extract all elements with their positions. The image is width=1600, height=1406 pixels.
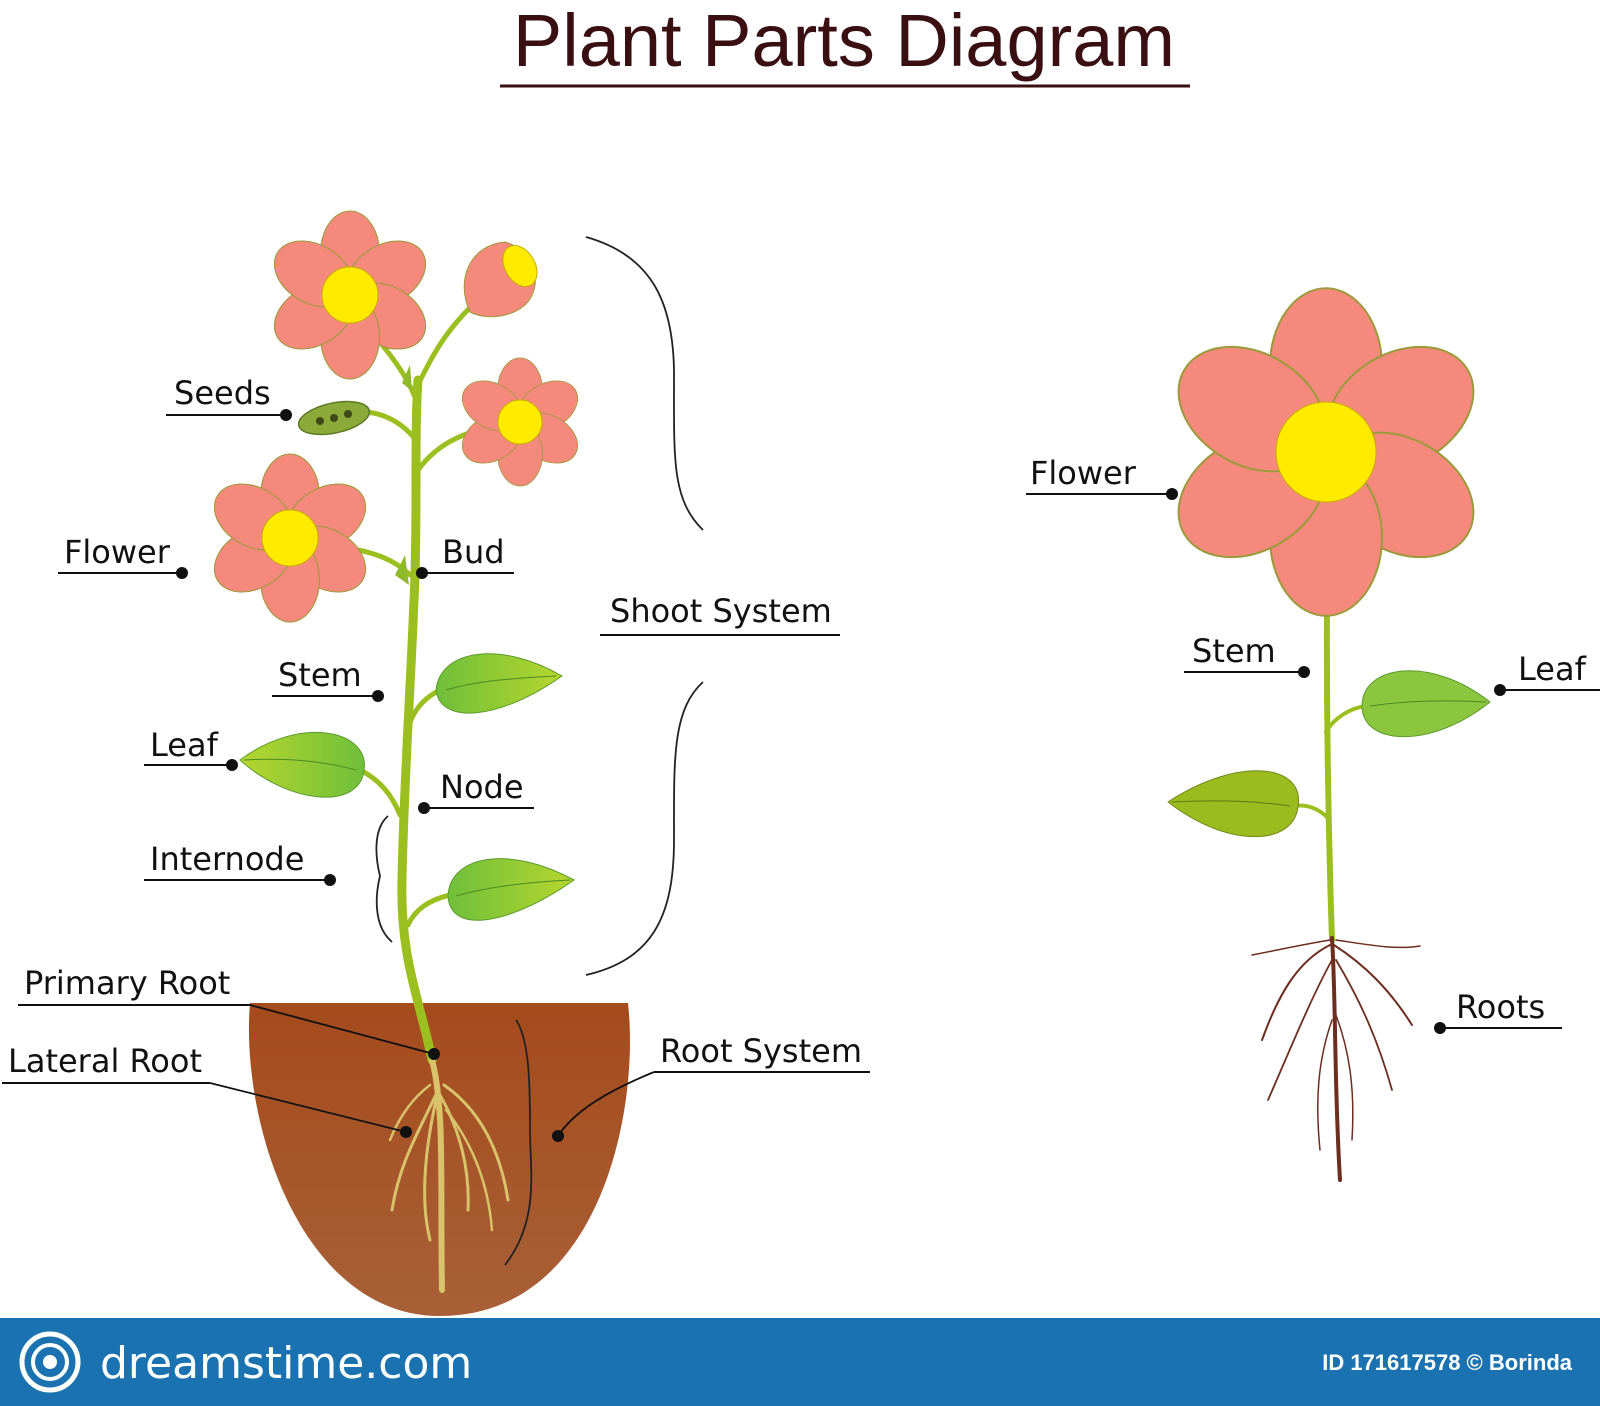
label-pointer-dot [1166,488,1178,500]
diagram-title: Plant Parts Diagram [513,0,1175,82]
footer-background [0,1318,1600,1406]
right-leaf1-petiole [1324,704,1368,734]
label-node: Node [440,768,524,806]
label-flower-left: Flower [64,533,171,571]
right-leaf-upper [1361,670,1491,738]
right-flower [1155,287,1497,617]
label-pointer-dot [372,690,384,702]
label-leaf-right: Leaf [1518,650,1587,688]
shoot-brace-lower [585,681,704,976]
right-roots [1251,936,1421,1182]
label-roots: Roots [1456,988,1545,1026]
primary-root-leader [249,1004,435,1055]
right-leaf2-petiole [1292,803,1330,820]
leaf1-petiole [402,687,443,743]
flower-top [262,210,438,380]
label-pointer-dot [176,567,188,579]
root-system-brace [504,1019,533,1266]
leaf-vein [1171,800,1291,807]
seed [316,417,324,425]
footer-brand: dreamstime.com [100,1338,472,1389]
label-pointer-dot [428,1048,440,1060]
label-lateral-root: Lateral Root [8,1042,202,1080]
leaf2-petiole [357,767,403,818]
bud-sheath [395,555,409,585]
leaf-upper-right [435,653,563,714]
label-pointer-dot [1298,666,1310,678]
lateral-root-leader [209,1082,407,1133]
label-stem-right: Stem [1192,632,1276,670]
label-pointer-dot [226,759,238,771]
internode-brace [375,815,393,943]
seed [330,414,338,422]
label-pointer-dot [1434,1022,1446,1034]
leaf-vein [1369,700,1487,707]
leaf3-petiole [405,892,453,928]
seed [344,410,352,418]
label-internode: Internode [150,840,304,878]
right-plant: Flower Stem Leaf Roots [1026,287,1600,1182]
footer-bar: dreamstime.com ID 171617578 © Borinda [0,1318,1600,1406]
bud-branch [415,297,481,388]
leaf-middle-left [239,731,365,798]
label-pointer-dot [552,1130,564,1142]
label-pointer-dot [418,802,430,814]
leaf-lower-right [447,858,575,921]
left-main-stem [397,375,437,1065]
leaf-vein [445,675,557,691]
flower-middle [452,357,588,487]
right-leaf-lower [1167,770,1299,838]
label-pointer-dot [324,874,336,886]
label-leaf-left: Leaf [150,726,219,764]
label-seeds: Seeds [174,374,271,412]
shoot-brace-upper [585,236,704,531]
leaf-vein [243,758,357,771]
flower-left [202,453,378,623]
leaf-vein [455,879,571,897]
label-stem-left: Stem [278,656,362,694]
label-root-system: Root System [660,1032,862,1070]
left-plant: Seeds Flower Bud Stem Leaf Node Internod… [2,210,870,1316]
label-flower-right: Flower [1030,454,1137,492]
label-shoot-system: Shoot System [610,592,832,630]
root-system-leader [557,1071,655,1137]
label-bud: Bud [442,533,505,571]
flower-bud [463,241,538,318]
label-primary-root: Primary Root [24,964,230,1002]
footer-credit: ID 171617578 © Borinda [1322,1350,1573,1375]
node-sheath-top [402,365,412,391]
left-roots [388,1057,510,1293]
label-pointer-dot [416,567,428,579]
seed-branch [359,409,419,443]
label-pointer-dot [1494,684,1506,696]
label-pointer-dot [280,409,292,421]
dreamstime-logo-icon [19,1331,81,1393]
label-pointer-dot [400,1126,412,1138]
